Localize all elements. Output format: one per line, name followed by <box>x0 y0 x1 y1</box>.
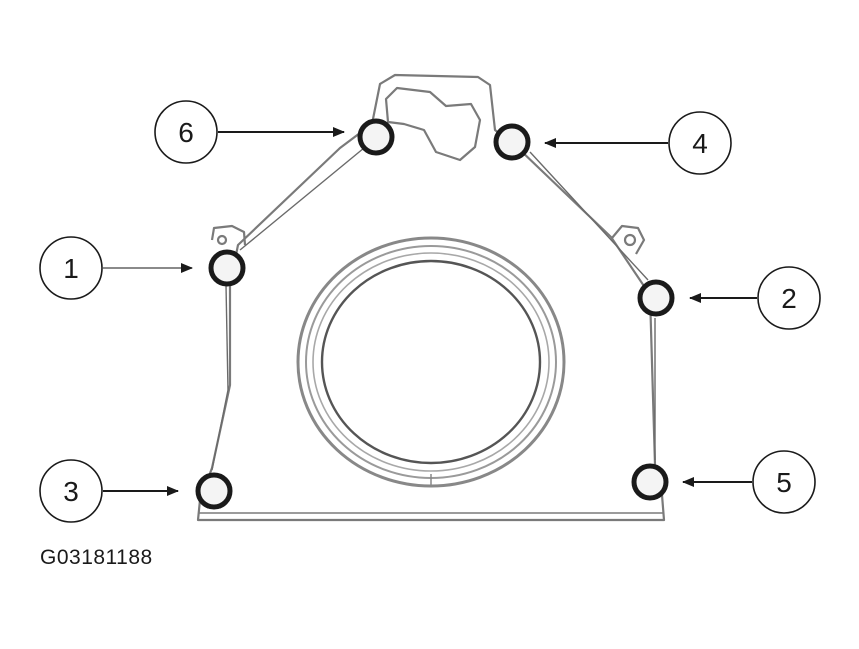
callout-1-label: 1 <box>63 253 79 284</box>
left-ear <box>210 224 247 246</box>
bolt-2 <box>637 279 675 317</box>
top-boss <box>384 86 482 162</box>
callout-6-label: 6 <box>178 117 194 148</box>
main-seal <box>296 236 566 488</box>
callout-5: 5 <box>752 450 816 514</box>
bolt-6 <box>357 118 395 156</box>
callout-1: 1 <box>39 236 103 300</box>
callout-3: 3 <box>39 459 103 523</box>
housing-outline <box>196 73 666 522</box>
bolt-connection-lines <box>211 147 656 471</box>
bolt-4 <box>493 123 531 161</box>
seal-inner-ring <box>320 259 542 465</box>
callouts: 6 4 1 2 3 5 <box>39 100 821 523</box>
figure-id: G03181188 <box>40 546 153 569</box>
callout-6: 6 <box>154 100 218 164</box>
callout-5-label: 5 <box>776 467 792 498</box>
seal-outer-ring <box>296 236 566 488</box>
bolt-1 <box>208 249 246 287</box>
callout-4: 4 <box>668 111 732 175</box>
callout-2-label: 2 <box>781 283 797 314</box>
bolt-5 <box>631 463 669 501</box>
right-ear <box>611 224 646 255</box>
callout-arrows <box>103 127 757 496</box>
callout-3-label: 3 <box>63 476 79 507</box>
bolts <box>195 118 675 510</box>
bolt-3 <box>195 472 233 510</box>
callout-2: 2 <box>757 266 821 330</box>
callout-4-label: 4 <box>692 128 708 159</box>
